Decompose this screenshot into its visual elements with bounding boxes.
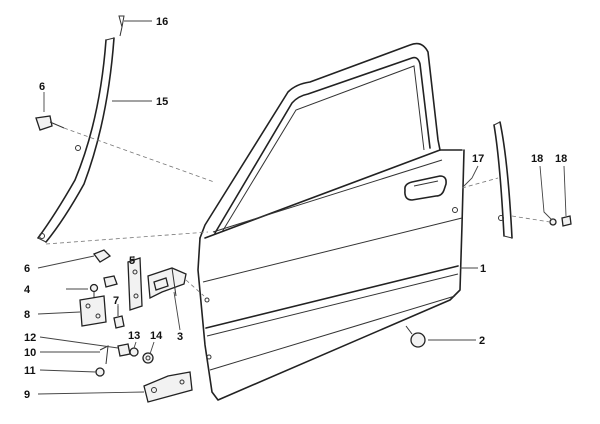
callout-18-right: 18 (555, 153, 567, 165)
hardware-parts (79, 215, 572, 403)
callout-labels: 1 2 3 4 5 6 6 7 8 9 10 11 12 13 14 15 16… (24, 16, 567, 401)
callout-14: 14 (150, 330, 163, 342)
callout-15: 15 (156, 96, 168, 108)
callout-7: 7 (113, 295, 119, 307)
assembly-lines (45, 127, 551, 297)
callout-17: 17 (472, 153, 484, 165)
callout-3: 3 (177, 331, 183, 343)
callout-5: 5 (129, 255, 135, 267)
door-panel (197, 42, 465, 401)
callout-13: 13 (128, 330, 140, 342)
callout-9: 9 (24, 389, 30, 401)
front-window-channel (35, 15, 125, 243)
callout-8: 8 (24, 309, 30, 321)
callout-6-lower: 6 (24, 263, 30, 275)
leader-lines (37, 20, 567, 395)
callout-11: 11 (24, 365, 36, 377)
callout-4: 4 (24, 284, 31, 296)
rear-window-channel (493, 121, 513, 239)
callout-6-upper: 6 (39, 81, 45, 93)
callout-2: 2 (479, 335, 485, 347)
callout-1: 1 (480, 263, 486, 275)
callout-16: 16 (156, 16, 168, 28)
callout-10: 10 (24, 347, 36, 359)
callout-18-left: 18 (531, 153, 543, 165)
callout-12: 12 (24, 332, 36, 344)
